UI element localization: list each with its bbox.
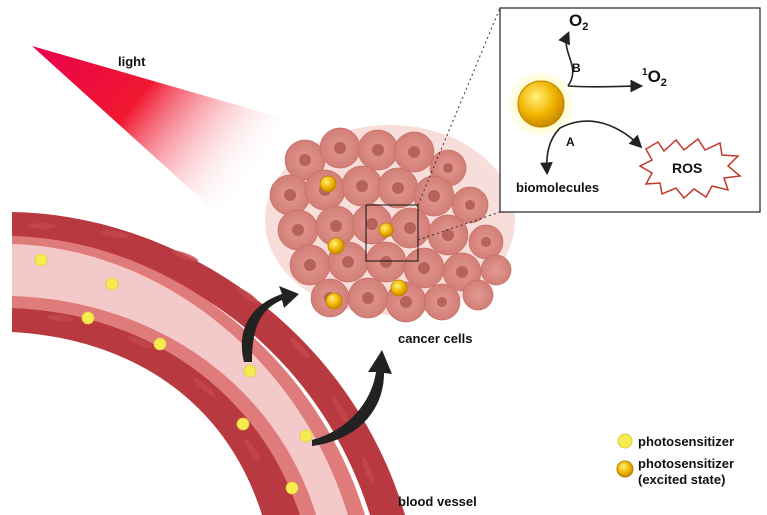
legend-excited-swatch <box>616 460 634 478</box>
oxygen-label: O2 <box>569 11 588 33</box>
biomolecules-label: biomolecules <box>516 180 599 195</box>
ros-label: ROS <box>672 160 702 176</box>
zoom-box <box>365 204 419 262</box>
transport-arrows <box>241 286 392 446</box>
path-a-label: A <box>566 135 575 149</box>
legend-excited-label-1: photosensitizer <box>638 456 734 471</box>
cancer-cells-label: cancer cells <box>398 331 472 346</box>
legend: photosensitizer photosensitizer (excited… <box>616 433 734 487</box>
ros-burst <box>638 137 742 200</box>
excited-photosensitizer <box>517 80 565 128</box>
light-label: light <box>118 54 146 69</box>
zoom-line-top <box>417 7 501 206</box>
light-beam <box>32 46 282 225</box>
path-b-arrow <box>558 31 574 87</box>
blood-vessel-label: blood vessel <box>398 494 477 509</box>
path-a-arrow-2 <box>540 127 561 176</box>
tumor-cluster <box>265 125 515 323</box>
singlet-oxygen-label: 1O2 <box>642 67 667 89</box>
path-b-label: B <box>572 61 581 75</box>
inset-panel: B O2 1O2 A ROS biomolecules <box>499 7 761 213</box>
photosensitizer-dots <box>34 253 313 495</box>
path-b-arrow-2 <box>567 79 644 93</box>
legend-photosensitizer-label: photosensitizer <box>638 434 734 449</box>
legend-photosensitizer-swatch <box>617 433 633 449</box>
legend-excited-label-2: (excited state) <box>638 472 725 487</box>
path-a-arrow <box>559 120 643 149</box>
